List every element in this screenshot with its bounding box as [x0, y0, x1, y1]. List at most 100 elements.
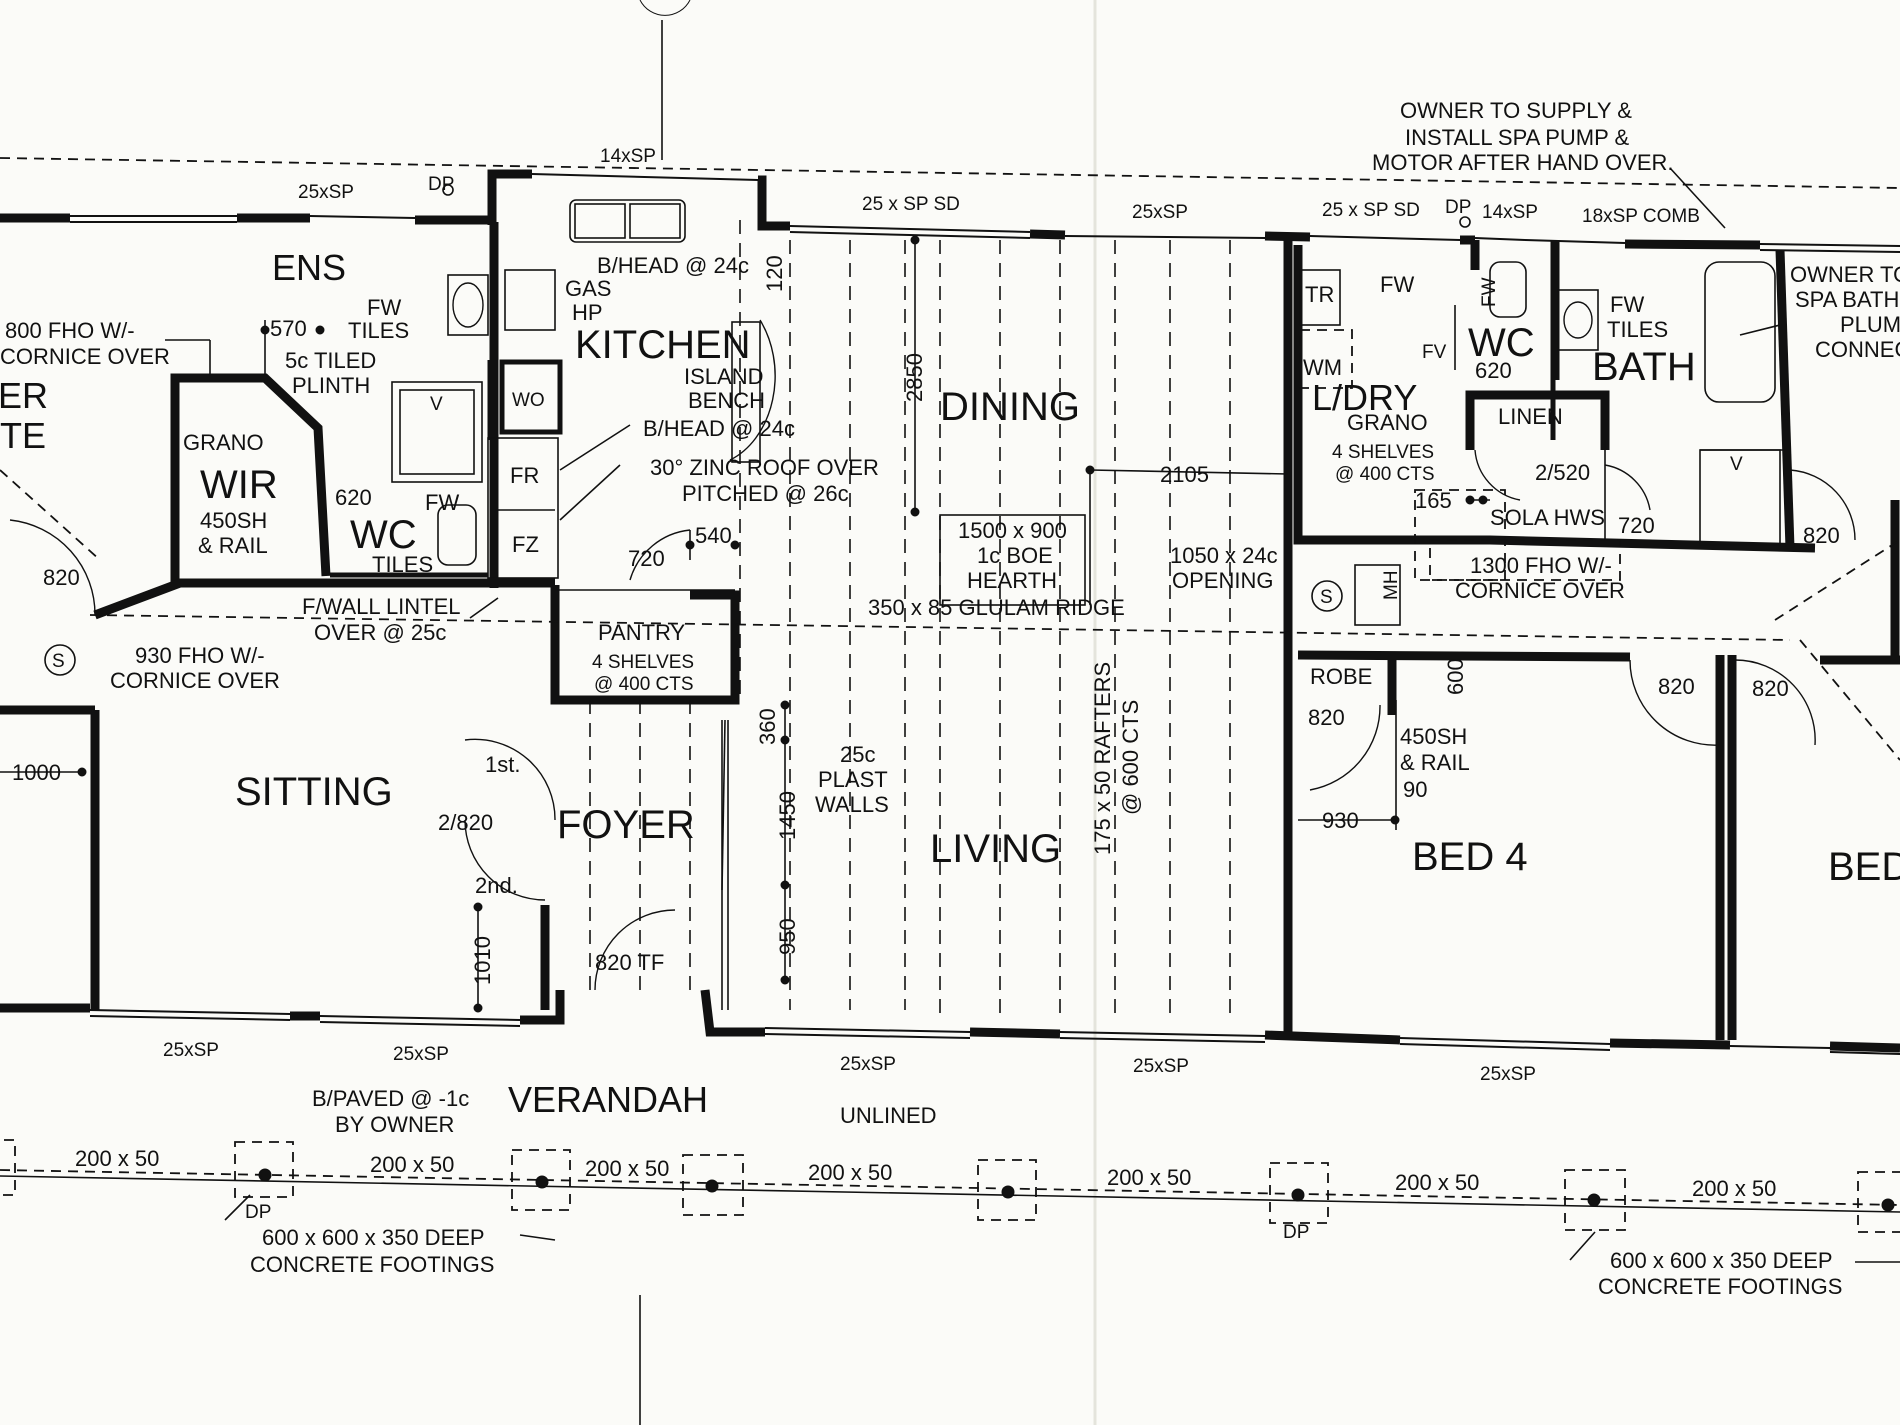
- window-label-14xsp-wc: 14xSP: [1482, 202, 1538, 223]
- second-door: 2nd.: [475, 873, 518, 898]
- dim-2-520: 2/520: [1535, 460, 1590, 485]
- v-label-ens: V: [430, 394, 443, 415]
- dp-label-ldry: DP: [1445, 197, 1471, 218]
- ldry-shelves-2: @ 400 CTS: [1335, 464, 1435, 485]
- beam-label-7: 200 x 50: [1692, 1176, 1776, 1201]
- hearth-2: 1c BOE: [977, 543, 1053, 568]
- dim-360: 360: [755, 708, 780, 745]
- room-label-bed4: BED 4: [1412, 835, 1528, 879]
- window-label-25xsp-b4: 25xSP: [1133, 1056, 1189, 1077]
- pantry-shelves-2: @ 400 CTS: [594, 674, 694, 695]
- grano-ldry: GRANO: [1347, 410, 1428, 435]
- fwall-lintel-1: F/WALL LINTEL: [302, 594, 461, 619]
- dim-600-robe: 600: [1443, 658, 1468, 695]
- dp-label-footing-1: DP: [245, 1202, 271, 1223]
- dim-820-robe: 820: [1308, 705, 1345, 730]
- dim-165: 165: [1415, 488, 1452, 513]
- fw-tiles-ens-2: TILES: [348, 318, 409, 343]
- beam-label-1: 200 x 50: [75, 1146, 159, 1171]
- wc-right-toilet: [1489, 261, 1527, 318]
- room-label-wir: WIR: [200, 463, 278, 507]
- dim-720: 720: [628, 546, 665, 571]
- fw-bath-1: FW: [1610, 292, 1644, 317]
- footings: [0, 1139, 1900, 1233]
- owner-spa-note-2: INSTALL SPA PUMP &: [1405, 125, 1629, 150]
- s-symbol-left: S: [52, 651, 65, 672]
- bhead-24-2: B/HEAD @ 24c: [643, 416, 795, 441]
- robe-label: ROBE: [1310, 664, 1372, 689]
- dim-540: 540: [695, 523, 732, 548]
- fv-label: FV: [1422, 342, 1447, 363]
- cooktop: [504, 269, 556, 331]
- robe-shelf-1: 450SH: [1400, 724, 1467, 749]
- fwall-lintel-2: OVER @ 25c: [314, 620, 446, 645]
- plast-2: PLAST: [818, 767, 888, 792]
- bath-vanity: [1557, 289, 1599, 351]
- window-label-25spsd-kitchen: 25 x SP SD: [862, 194, 960, 215]
- room-label-living: LIVING: [930, 827, 1061, 871]
- hip-line: [1774, 539, 1900, 621]
- room-label-master-partial-2: TE: [0, 415, 46, 456]
- window-label-18spcomb: 18xSP COMB: [1582, 206, 1700, 227]
- zinc-note-2: PITCHED @ 26c: [682, 481, 849, 506]
- dim-820-bed-1: 820: [1658, 674, 1695, 699]
- beam-label-6: 200 x 50: [1395, 1170, 1479, 1195]
- island-1: ISLAND: [684, 364, 763, 389]
- window-label-25xsp-b1: 25xSP: [163, 1040, 219, 1061]
- dim-720-bath: 720: [1618, 513, 1655, 538]
- dim-930: 930: [1322, 808, 1359, 833]
- opening-2: OPENING: [1172, 568, 1273, 593]
- fw-ldry: FW: [1380, 272, 1414, 297]
- pantry-shelves-1: 4 SHELVES: [592, 652, 694, 673]
- fw-bath-2: TILES: [1607, 317, 1668, 342]
- room-label-sitting: SITTING: [235, 770, 393, 814]
- owner-right-note-1: OWNER TO: [1790, 262, 1900, 287]
- tiled-plinth-2: PLINTH: [292, 373, 370, 398]
- dim-2-820: 2/820: [438, 810, 493, 835]
- exterior-walls: [0, 169, 1900, 253]
- window-label-25xsp-b3: 25xSP: [840, 1054, 896, 1075]
- interior-walls: [0, 222, 1900, 1040]
- washing-machine: [1299, 329, 1353, 389]
- wm-label: WM: [1303, 355, 1342, 380]
- annotations: OWNER TO SUPPLY & INSTALL SPA PUMP & MOT…: [0, 98, 1900, 1299]
- hip-line-left: [0, 469, 101, 561]
- room-label-ens: ENS: [272, 247, 346, 288]
- beam-label-3: 200 x 50: [585, 1156, 669, 1181]
- owner-right-note-4: CONNEC: [1815, 337, 1900, 362]
- grano-wir: GRANO: [183, 430, 264, 455]
- room-label-verandah: VERANDAH: [508, 1079, 708, 1120]
- dim-1000: 1000: [12, 760, 61, 785]
- fho800-note-1: 800 FHO W/-: [5, 318, 135, 343]
- first-door: 1st.: [485, 752, 520, 777]
- kitchen-sink: [569, 199, 686, 243]
- tiled-plinth-1: 5c TILED: [285, 348, 376, 373]
- owner-right-note-3: PLUM: [1840, 312, 1900, 337]
- room-label-bed-partial: BED: [1828, 845, 1900, 889]
- room-label-master-partial-1: ER: [0, 375, 48, 416]
- fho800-note-2: CORNICE OVER: [0, 344, 170, 369]
- rafters: [589, 220, 1231, 1020]
- fixtures: [44, 184, 1781, 676]
- room-label-wc-right: WC: [1468, 321, 1535, 365]
- dim-570: 570: [270, 316, 307, 341]
- dim-1010: 1010: [470, 936, 495, 985]
- hearth-3: HEARTH: [967, 568, 1057, 593]
- fho930-1: 930 FHO W/-: [135, 643, 265, 668]
- rafters-note-1: 175 x 50 RAFTERS: [1090, 662, 1115, 855]
- bpaved-1: B/PAVED @ -1c: [312, 1086, 469, 1111]
- v-label-bath: V: [1730, 454, 1743, 475]
- window-label-25xsp-ens: 25xSP: [298, 182, 354, 203]
- fho1300-2: CORNICE OVER: [1455, 578, 1625, 603]
- dim-2105: 2105: [1160, 462, 1209, 487]
- ens-vanity: [447, 274, 489, 336]
- footing-note-left-2: CONCRETE FOOTINGS: [250, 1252, 494, 1277]
- verandah-beam-line: [0, 1169, 1900, 1206]
- footing-note-left-1: 600 x 600 x 350 DEEP: [262, 1225, 485, 1250]
- room-label-ldry: L/DRY: [1312, 377, 1417, 418]
- tf-door: 820 TF: [595, 950, 664, 975]
- robe-shelf-2: & RAIL: [1400, 750, 1470, 775]
- fho930-2: CORNICE OVER: [110, 668, 280, 693]
- bath-shower: [1699, 449, 1781, 546]
- bpaved-2: BY OWNER: [335, 1112, 454, 1137]
